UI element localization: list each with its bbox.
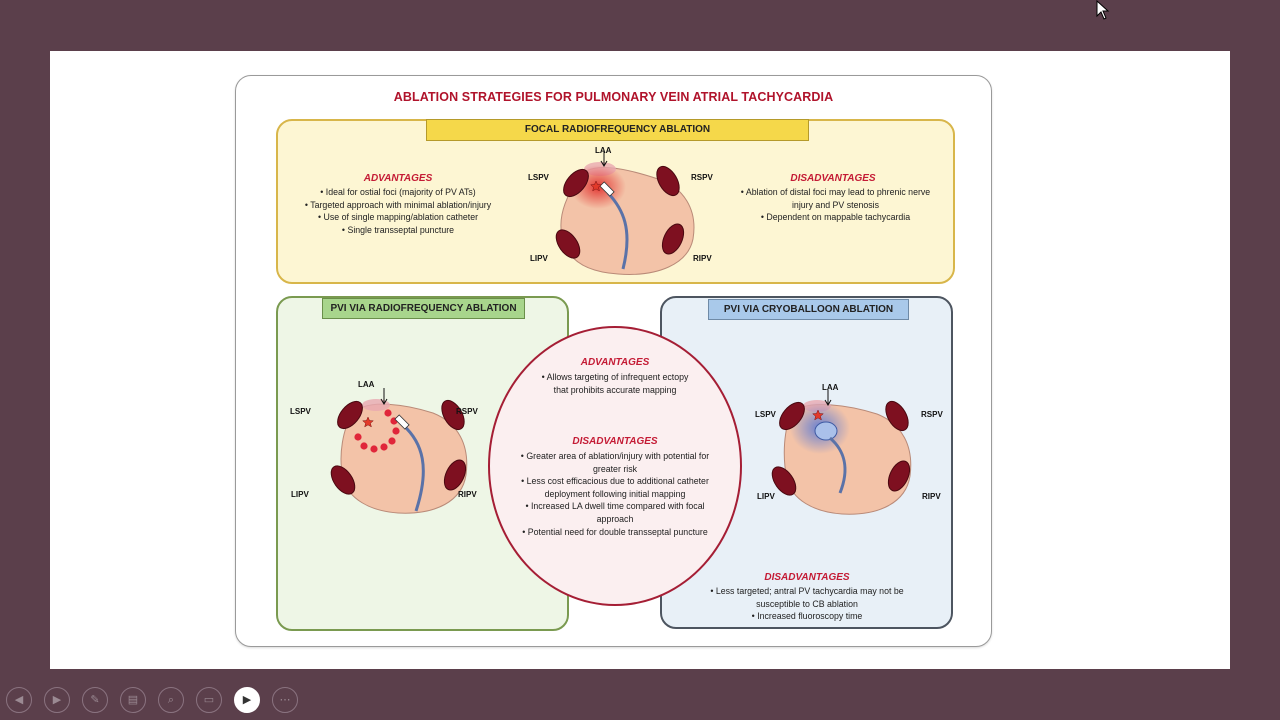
focal-advantages-heading: ADVANTAGES [363, 173, 433, 184]
presentation-controls: ◀ ▶ ✎ ▤ ⌕ ▭ ▶ ⋯ [0, 683, 320, 719]
pvi-rf-banner: PVI VIA RADIOFREQUENCY ABLATION [322, 298, 525, 319]
main-title: ABLATION STRATEGIES FOR PULMONARY VEIN A… [393, 90, 834, 104]
pvi-disadvantages-list: • Greater area of ablation/injury with p… [520, 451, 710, 537]
cryo-disadvantages-heading: DISADVANTAGES [764, 572, 850, 583]
pvi-cryo-banner: PVI VIA CRYOBALLOON ABLATION [708, 299, 909, 320]
focal-panel: FOCAL RADIOFREQUENCY ABLATION ADVANTAGES… [276, 119, 955, 284]
cryo-laa-label: LAA [822, 383, 839, 392]
subtitles-icon[interactable]: ▭ [196, 687, 222, 713]
rf-lipv-label: LIPV [291, 490, 309, 499]
focal-laa-label: LAA [595, 146, 612, 155]
cryo-ripv-label: RIPV [922, 492, 941, 501]
rf-ripv-label: RIPV [458, 490, 477, 499]
focal-disadvantages-list: • Ablation of distal foci may lead to ph… [740, 187, 931, 223]
focal-disadvantages-heading: DISADVANTAGES [790, 173, 876, 184]
focal-atrium-illustration [555, 151, 695, 275]
focal-ripv-label: RIPV [693, 254, 712, 263]
rf-rspv-label: RSPV [456, 407, 478, 416]
pen-icon[interactable]: ✎ [82, 687, 108, 713]
focal-rspv-label: RSPV [691, 173, 713, 182]
cryo-disadvantages-list: • Less targeted; antral PV tachycardia m… [710, 586, 904, 622]
pvi-disadvantages-heading: DISADVANTAGES [572, 436, 658, 447]
focal-lipv-label: LIPV [530, 254, 548, 263]
next-icon[interactable]: ▶ [44, 687, 70, 713]
cryo-atrium-illustration [771, 390, 912, 515]
cryo-lipv-label: LIPV [757, 492, 775, 501]
rf-lspv-label: LSPV [290, 407, 311, 416]
prev-icon[interactable]: ◀ [6, 687, 32, 713]
zoom-icon[interactable]: ⌕ [158, 687, 184, 713]
pvi-advantages-list: • Allows targeting of infrequent ectopy … [541, 372, 689, 395]
slides-icon[interactable]: ▤ [120, 687, 146, 713]
infographic-card: ABLATION STRATEGIES FOR PULMONARY VEIN A… [235, 75, 992, 647]
pvi-common-oval: ADVANTAGES • Allows targeting of infrequ… [488, 326, 742, 606]
pvi-advantages-heading: ADVANTAGES [580, 357, 650, 368]
rf-atrium-illustration [330, 388, 468, 514]
camera-icon[interactable]: ▶ [234, 687, 260, 713]
more-icon[interactable]: ⋯ [272, 687, 298, 713]
focal-lspv-label: LSPV [528, 173, 549, 182]
cryo-rspv-label: RSPV [921, 410, 943, 419]
mouse-cursor-icon [1096, 0, 1110, 20]
cryo-lspv-label: LSPV [755, 410, 776, 419]
focal-banner: FOCAL RADIOFREQUENCY ABLATION [426, 119, 809, 141]
focal-advantages-list: • Ideal for ostial foci (majority of PV … [304, 187, 492, 235]
rf-laa-label: LAA [358, 380, 375, 389]
